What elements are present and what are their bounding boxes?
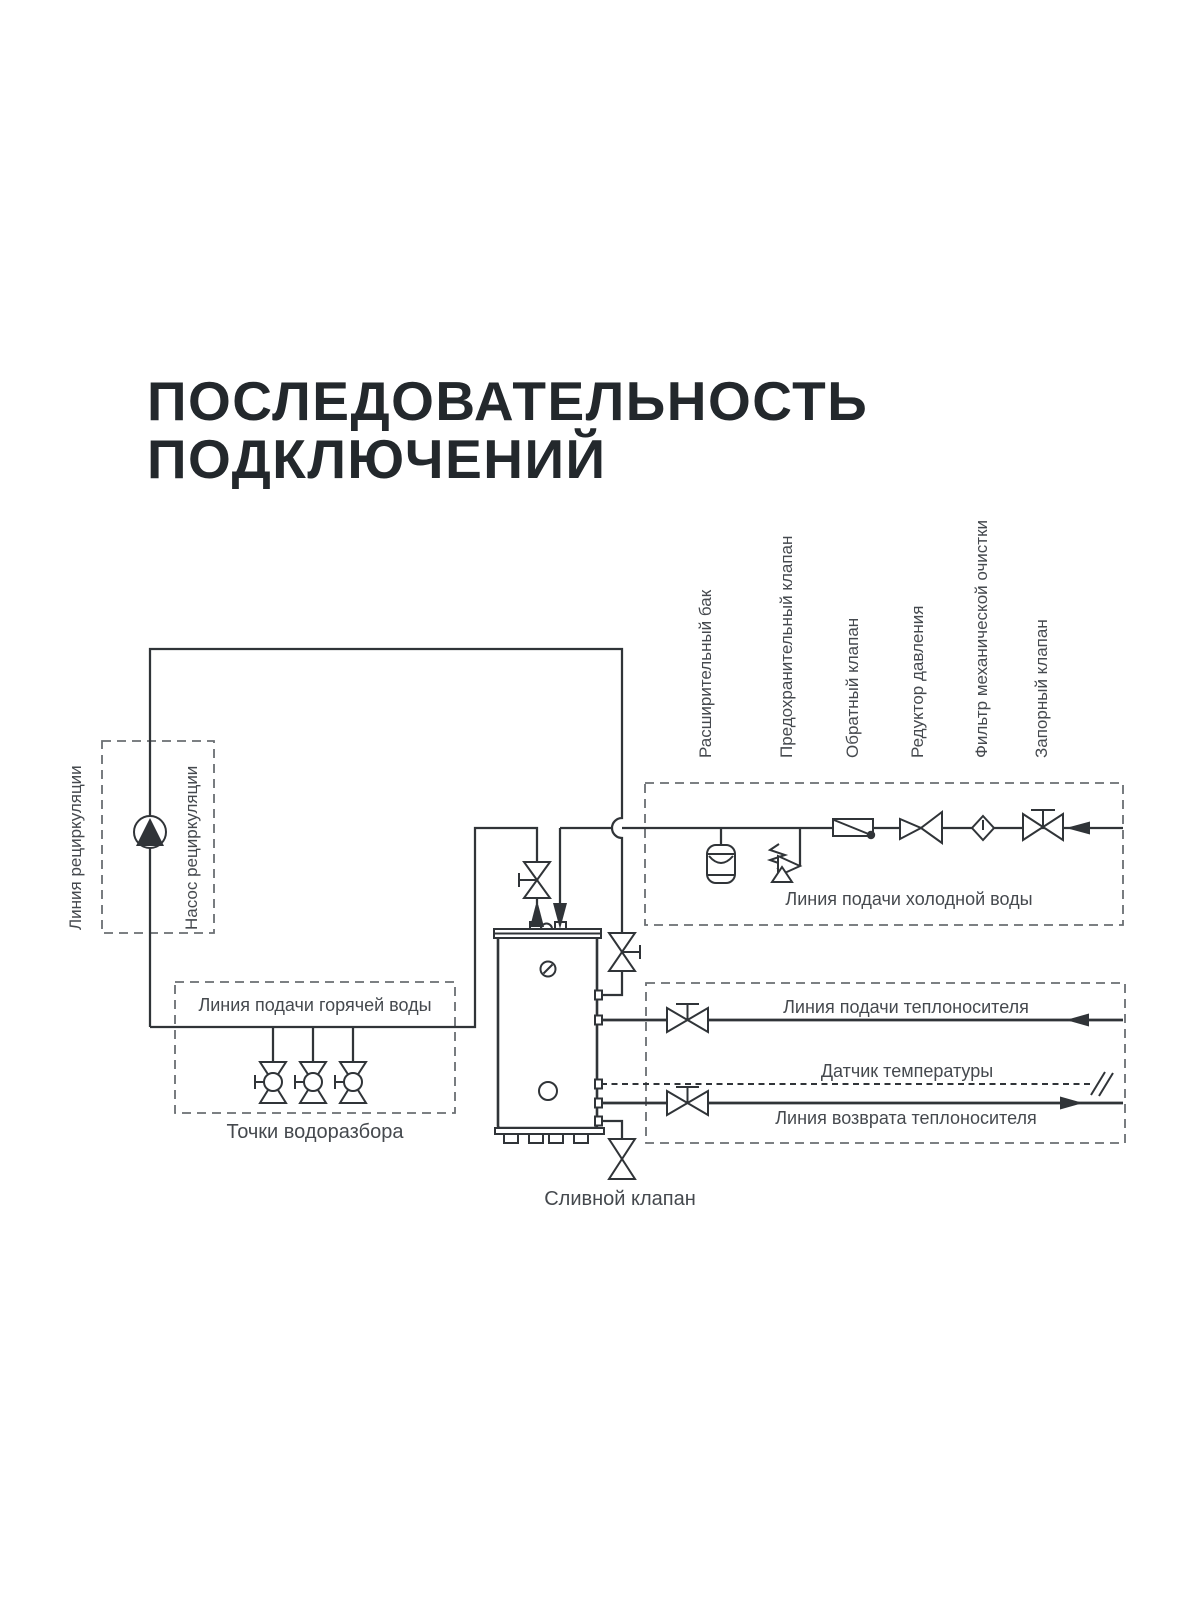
return-valve-icon (666, 1086, 709, 1117)
drain-valve-icon (607, 1138, 637, 1180)
page-title-line1: ПОСЛЕДОВАТЕЛЬНОСТЬ (147, 370, 869, 432)
thermometer-needle (542, 963, 554, 975)
cold-inlet-valve-icon (607, 932, 641, 972)
heat-carrier-zone-box (645, 982, 1126, 1144)
cold-supply-arrow (1066, 821, 1090, 835)
tank-feet (503, 1133, 589, 1144)
label-pressure-reducer: Редуктор давления (908, 605, 927, 758)
thermometer-icon (539, 960, 557, 978)
page-title-line2: ПОДКЛЮЧЕНИЙ (147, 428, 607, 490)
label-taps: Точки водоразбора (226, 1121, 404, 1143)
heat-supply-arrow (1066, 1013, 1089, 1027)
pipe-tap-stubs (271, 1027, 355, 1062)
tank-port-circle (538, 1081, 558, 1101)
pipe-hot-water (150, 826, 539, 1029)
check-valve-icon (832, 818, 876, 840)
shutoff-valve-icon (1022, 809, 1064, 842)
label-shutoff-valve: Запорный клапан (1032, 619, 1051, 758)
label-heat-return-line: Линия возврата теплоносителя (775, 1108, 1037, 1128)
tank-fitting-dome (539, 922, 554, 930)
tap-valve-icons (254, 1061, 368, 1104)
label-drain-valve: Сливной клапан (544, 1188, 696, 1210)
tap-valve-icon (294, 1061, 328, 1104)
taps-zone-box (174, 981, 456, 1114)
expansion-tank-icon (706, 844, 736, 884)
recirculation-pump-icon (133, 815, 167, 849)
supply-valve-icon (666, 1003, 709, 1034)
label-heat-supply-line: Линия подачи теплоносителя (783, 997, 1029, 1017)
pipe-recirculation-loop (148, 647, 624, 1027)
tap-valve-icon (254, 1061, 288, 1104)
flow-arrows (530, 821, 1090, 1110)
cold-water-zone-box (644, 782, 1124, 926)
mechanical-filter-icon (970, 814, 996, 842)
storage-tank (493, 921, 605, 1144)
pipe-drain (601, 1119, 624, 1139)
label-mechanical-filter: Фильтр механической очистки (972, 519, 991, 758)
recirculation-zone-box (101, 740, 215, 934)
label-recirculation-pump: Насос рециркуляции (182, 765, 201, 930)
hot-out-arrow (530, 900, 544, 927)
label-temp-sensor: Датчик температуры (820, 1061, 994, 1081)
pipe-cold-inlet-elbow (601, 971, 624, 997)
cold-in-arrow (553, 903, 567, 929)
label-expansion-tank: Расширительный бак (696, 589, 715, 758)
heat-return-arrow (1060, 1096, 1083, 1110)
tank-side-stubs (594, 989, 603, 1127)
symbols (133, 809, 1064, 1180)
label-safety-valve: Предохранительный клапан (777, 535, 796, 758)
pressure-reducer-icon (899, 809, 943, 845)
label-cold-water-line: Линия подачи холодной воды (785, 889, 1033, 909)
sensor-break-icon (1090, 1071, 1114, 1097)
tap-valve-icon (334, 1061, 368, 1104)
safety-valve-icon (766, 843, 803, 883)
zone-boxes (101, 740, 1126, 1144)
label-check-valve: Обратный клапан (843, 617, 862, 758)
label-hot-water-line: Линия подачи горячей воды (198, 995, 432, 1015)
hot-water-valve-icon (518, 861, 552, 899)
label-recirculation-line: Линия рециркуляции (66, 765, 85, 930)
